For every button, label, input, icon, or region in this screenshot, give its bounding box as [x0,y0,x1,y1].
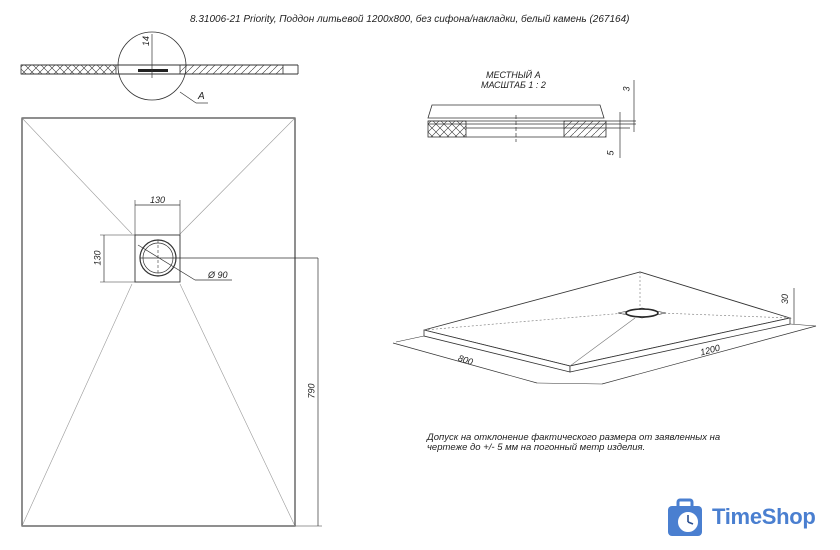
detail-label: A [198,91,205,102]
clock-bag-icon [668,498,702,536]
section-dim-height: 14 [141,35,152,47]
drain-height-dim: 130 [92,250,103,266]
section-view [20,31,299,104]
tolerance-note: Допуск на отклонение фактического размер… [427,433,720,453]
logo-text: TimeShop [712,504,816,529]
plan-view [21,117,322,527]
note-line2: чертеже до +/- 5 мм на погонный метр изд… [427,442,646,453]
iso-height-dim: 30 [780,293,791,305]
detail-dim-top: 3 [621,86,632,92]
note-line1: Допуск на отклонение фактического размер… [427,432,721,443]
length-dim: 790 [306,383,317,399]
drain-width-dim: 130 [150,195,166,205]
isometric-view [392,271,817,385]
detail-caption-line1: МЕСТНЫЙ А [486,70,541,80]
drawing-title: 8.31006-21 Priority, Поддон литьевой 120… [190,14,630,25]
detail-caption-line2: МАСШТАБ 1 : 2 [481,80,546,90]
detail-a-view [427,80,636,158]
detail-dim-bottom: 5 [605,150,616,156]
timeshop-logo: TimeShop [664,496,834,542]
drain-diameter-dim: Ø 90 [208,270,228,280]
